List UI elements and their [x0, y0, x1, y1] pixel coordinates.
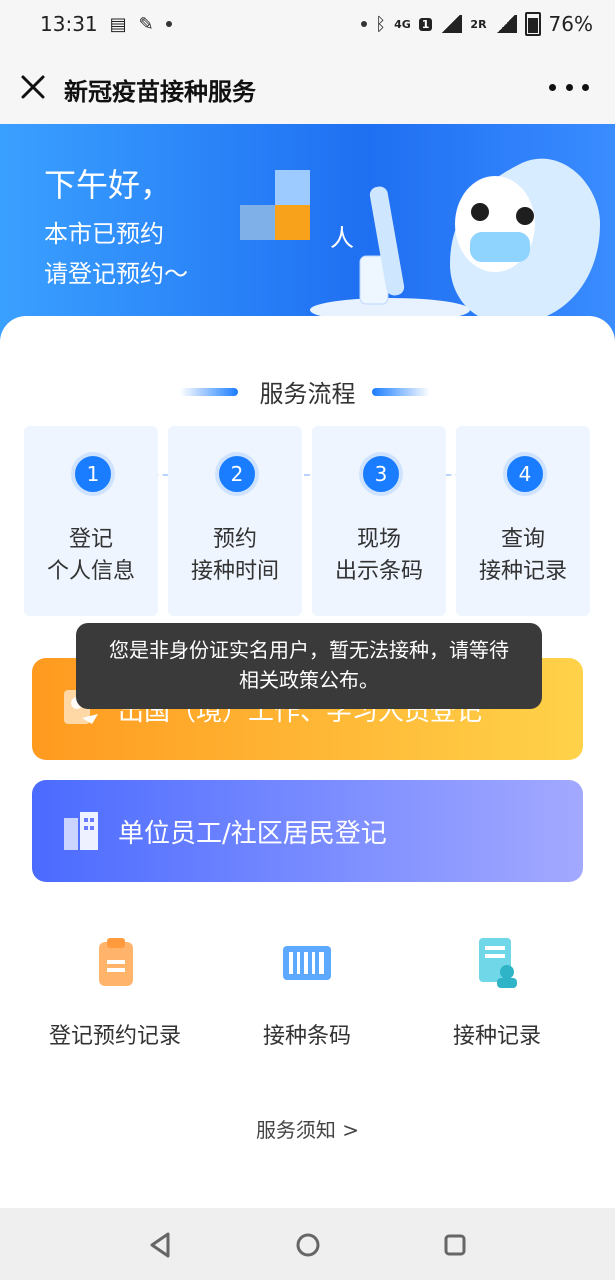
toast-line2: 相关政策公布。 [239, 668, 379, 692]
steps-connector [112, 474, 502, 476]
quick-item-vaccination-records[interactable]: 接种记录 [402, 932, 592, 1050]
quick-item-label: 接种记录 [452, 1024, 541, 1049]
step-label: 接种时间 [190, 559, 279, 584]
service-card: 服务流程 1 登记 个人信息 2 预约 接种时间 3 现场 出示条码 4 查询 … [0, 316, 615, 1216]
banner-unit: 人 [330, 224, 354, 252]
quick-item-registration-records[interactable]: 登记预约记录 [20, 932, 210, 1050]
dot-icon [361, 21, 368, 27]
quick-item-label: 接种条码 [262, 1024, 351, 1049]
sim2-label: 2R [470, 17, 487, 31]
sim1-badge: 1 [418, 17, 433, 31]
status-left: 13:31 ▤ ✎ [40, 12, 172, 36]
document-user-icon [479, 938, 517, 988]
more-dot [582, 83, 589, 91]
step-2: 2 预约 接种时间 [168, 426, 302, 616]
step-label: 预约 [212, 527, 257, 552]
button-label: 单位员工/社区居民登记 [118, 819, 387, 849]
status-time: 13:31 [40, 12, 98, 36]
title-decoration-left [180, 388, 238, 396]
step-label: 出示条码 [334, 559, 423, 584]
building-icon [64, 812, 98, 850]
title-bar: 新冠疫苗接种服务 [0, 52, 615, 124]
step-1: 1 登记 个人信息 [24, 426, 158, 616]
battery-percent: 76% [548, 12, 593, 36]
step-number: 4 [503, 452, 547, 496]
step-label: 查询 [500, 527, 545, 552]
barcode-icon [283, 946, 331, 980]
step-label: 接种记录 [478, 559, 567, 584]
toast-message: 您是非身份证实名用户，暂无法接种，请等待 相关政策公布。 [76, 623, 542, 709]
close-icon [21, 75, 45, 99]
banner-line2: 请登记预约～ [44, 260, 188, 288]
vaccine-mascot-illustration [310, 158, 600, 324]
more-button[interactable] [549, 77, 589, 97]
status-bar: 13:31 ▤ ✎ ᛒ 4G 1 2R 76% [0, 0, 615, 52]
signal-icon [440, 15, 463, 33]
step-label: 现场 [356, 527, 401, 552]
clipboard-icon [99, 938, 133, 986]
app-icon: ✎ [138, 13, 154, 35]
step-label: 登记 [68, 527, 113, 552]
more-dot [549, 83, 556, 91]
step-label: 个人信息 [46, 559, 135, 584]
quick-item-barcode[interactable]: 接种条码 [212, 932, 402, 1050]
home-icon[interactable] [291, 1228, 325, 1262]
step-4: 4 查询 接种记录 [456, 426, 590, 616]
close-button[interactable] [18, 72, 48, 102]
banner: 下午好， 本市已预约 请登记预约～ 人 [0, 124, 615, 344]
count-mosaic [240, 170, 310, 240]
banner-line1: 本市已预约 [44, 220, 164, 248]
unit-community-registration-button[interactable]: 单位员工/社区居民登记 [32, 780, 583, 882]
battery-icon [524, 12, 541, 36]
recent-apps-icon[interactable] [438, 1228, 472, 1262]
quick-actions: 登记预约记录 接种条码 接种记录 [0, 932, 615, 1052]
title-decoration-right [372, 388, 430, 396]
dot-icon [165, 21, 172, 27]
bluetooth-icon: ᛒ [375, 13, 387, 35]
step-number: 1 [71, 452, 115, 496]
toast-line1: 您是非身份证实名用户，暂无法接种，请等待 [109, 638, 509, 662]
notification-icon: ▤ [109, 13, 127, 35]
quick-item-label: 登记预约记录 [48, 1024, 181, 1049]
page-title: 新冠疫苗接种服务 [64, 78, 256, 106]
back-icon[interactable] [144, 1228, 178, 1262]
step-number: 3 [359, 452, 403, 496]
network-type: 4G [394, 17, 411, 31]
section-title: 服务流程 [259, 380, 356, 408]
status-right: ᛒ 4G 1 2R 76% [361, 12, 593, 36]
process-steps: 1 登记 个人信息 2 预约 接种时间 3 现场 出示条码 4 查询 接种记录 [24, 426, 590, 616]
step-number: 2 [215, 452, 259, 496]
system-nav-bar [0, 1208, 615, 1280]
signal-icon [494, 15, 517, 33]
more-dot [565, 83, 573, 91]
greeting: 下午好， [44, 166, 173, 204]
service-notice-link[interactable]: 服务须知 > [255, 1118, 360, 1142]
step-3: 3 现场 出示条码 [312, 426, 446, 616]
